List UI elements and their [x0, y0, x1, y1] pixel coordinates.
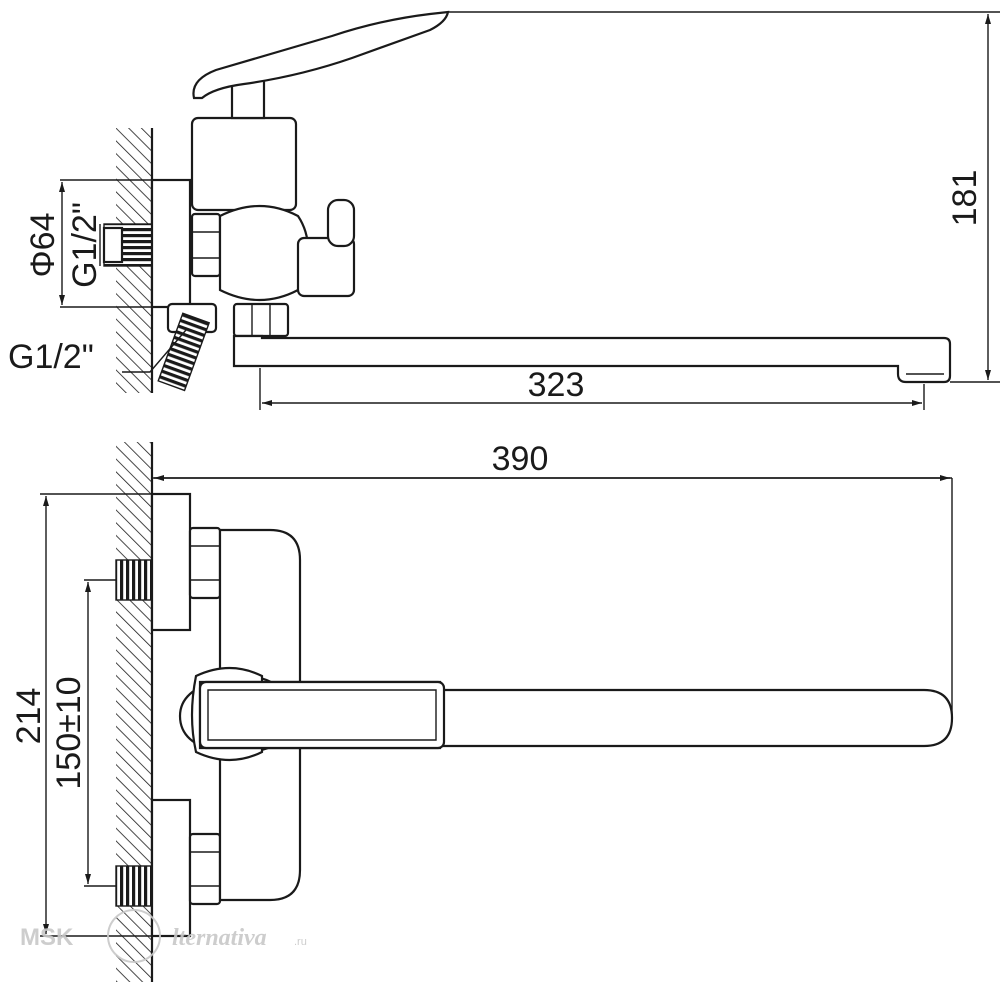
- side-view: 181 Φ64 G1/2" G1/2" 323: [8, 10, 1000, 410]
- length-dim-label: 390: [492, 440, 549, 478]
- diverter-knob-side: [296, 236, 356, 298]
- escutcheon-top: [150, 492, 192, 632]
- diameter-dim-label: Φ64: [24, 213, 62, 278]
- spout-side: [232, 334, 952, 384]
- spout-arm: [438, 688, 954, 748]
- width-dim-label: 214: [10, 688, 48, 745]
- inlet-nipple: [102, 226, 124, 264]
- spout-nut-side: [232, 302, 290, 338]
- inlet-nut-side: [190, 212, 222, 278]
- mixer-body: [190, 116, 298, 212]
- escutcheon-plate: [150, 178, 192, 309]
- lever-handle-side: [192, 10, 450, 100]
- nut-bottom: [188, 832, 222, 906]
- reach-dim-label: 323: [528, 366, 585, 404]
- center-dim-label: 150±10: [50, 676, 88, 789]
- height-dim-label: 181: [946, 170, 984, 227]
- nut-top: [188, 526, 222, 600]
- watermark-logo: MSK lternativa .ru: [20, 909, 307, 963]
- collar-inner: [207, 689, 437, 741]
- watermark-left-text: MSK: [20, 924, 74, 951]
- diverter-housing: [218, 204, 309, 302]
- escutcheon-bottom: [150, 798, 192, 938]
- inlet-thread-label: G1/2": [66, 202, 104, 288]
- shower-outlet-thread: [157, 312, 211, 392]
- watermark-suffix: .ru: [294, 936, 307, 948]
- watermark-right-text: lternativa: [172, 925, 267, 951]
- inlet-thread-bottom: [115, 865, 153, 907]
- watermark-circle: [107, 909, 161, 963]
- shower-thread-leader: [122, 329, 187, 373]
- inlet-thread-top: [115, 559, 153, 601]
- diverter-lever: [326, 198, 356, 248]
- spout-collar: [198, 680, 446, 750]
- shower-thread-label: G1/2": [8, 338, 94, 376]
- top-view: 390 214 150±10: [10, 440, 954, 982]
